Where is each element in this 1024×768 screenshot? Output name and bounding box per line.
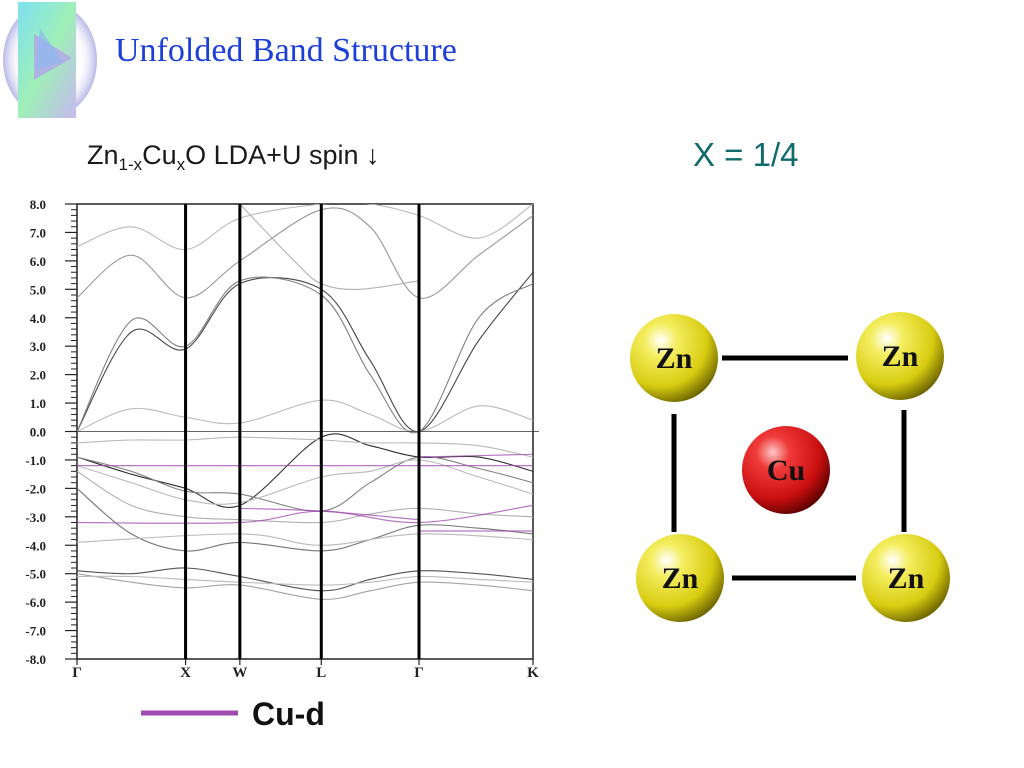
ytick-label-5: 3.0: [30, 339, 46, 354]
band-line-15: [239, 204, 420, 290]
slide-logo: [3, 2, 97, 118]
chart-subtitle: Zn1-xCuxO LDA+U spin ↓: [87, 140, 380, 174]
kpoint-label-1: X: [180, 665, 191, 681]
kpoint-label-3: L: [316, 665, 326, 681]
ytick-label-15: -7.0: [25, 624, 46, 639]
ytick-label-14: -6.0: [25, 595, 46, 610]
legend-label-cu-d: Cu-d: [252, 696, 325, 732]
cu-atom-2: [742, 426, 830, 514]
ytick-label-12: -4.0: [25, 538, 46, 553]
zn-atom-1: [856, 312, 944, 400]
band-line-13: [77, 533, 533, 546]
cu-d-band-1: [77, 504, 533, 524]
zn-atom-label-1: Zn: [882, 340, 919, 373]
ytick-label-1: 7.0: [30, 225, 46, 240]
zn-atom-label-4: Zn: [888, 562, 925, 595]
ytick-label-9: -1.0: [25, 453, 46, 468]
band-line-9: [77, 207, 533, 299]
zn-atom-4: [862, 534, 950, 622]
subtitle-zn: Zn: [87, 140, 119, 170]
ytick-label-8: 0.0: [30, 425, 46, 440]
band-line-3: [77, 470, 533, 524]
band-line-12: [77, 436, 533, 458]
ytick-label-11: -3.0: [25, 510, 46, 525]
subtitle-sub-2: x: [176, 155, 186, 174]
band-lines: [77, 204, 533, 600]
kpoint-label-0: Γ: [72, 665, 82, 681]
cu-atom-label-2: Cu: [767, 454, 805, 487]
zn-atom-3: [636, 534, 724, 622]
kpoint-label-5: K: [527, 665, 539, 681]
zn-atom-0: [630, 314, 718, 402]
ytick-label-16: -8.0: [25, 652, 46, 667]
band-line-2: [77, 487, 533, 552]
chart-plot-area: 8.0 7.0 6.0 5.0 4.0 3.0 2.0 1.0 0.0 -1.0 -2.0 -3.0 -…: [25, 197, 539, 732]
ytick-label-7: 1.0: [30, 396, 46, 411]
kpoint-label-2: W: [232, 665, 247, 681]
band-structure-chart: 8.0 7.0 6.0 5.0 4.0 3.0 2.0 1.0 0.0 -1.0 -2.0 -3.0 -…: [25, 197, 539, 732]
zn-atom-label-3: Zn: [662, 562, 699, 595]
concentration-label: X = 1/4: [693, 136, 799, 173]
subtitle-cu: Cu: [142, 140, 177, 170]
band-line-11: [77, 399, 533, 433]
ytick-label-13: -5.0: [25, 567, 46, 582]
band-line-14: [77, 459, 533, 505]
ytick-label-4: 4.0: [30, 311, 46, 326]
band-line-1: [77, 456, 533, 512]
slide-title: Unfolded Band Structure: [115, 32, 457, 69]
ytick-label-3: 5.0: [30, 282, 46, 297]
band-line-8: [77, 276, 533, 434]
band-line-4: [77, 567, 533, 592]
ytick-label-10: -2.0: [25, 481, 46, 496]
band-line-7: [77, 271, 533, 433]
subtitle-rest: O LDA+U spin ↓: [185, 140, 380, 170]
ytick-label-6: 2.0: [30, 368, 46, 383]
ytick-label-2: 6.0: [30, 254, 46, 269]
zn-atom-label-0: Zn: [656, 342, 693, 375]
band-line-10: [77, 204, 533, 251]
ytick-label-0: 8.0: [30, 197, 46, 212]
subtitle-sub-1: 1-x: [118, 155, 143, 174]
cu-d-band-3: [418, 453, 533, 458]
kpoint-label-4: Γ: [414, 665, 424, 681]
